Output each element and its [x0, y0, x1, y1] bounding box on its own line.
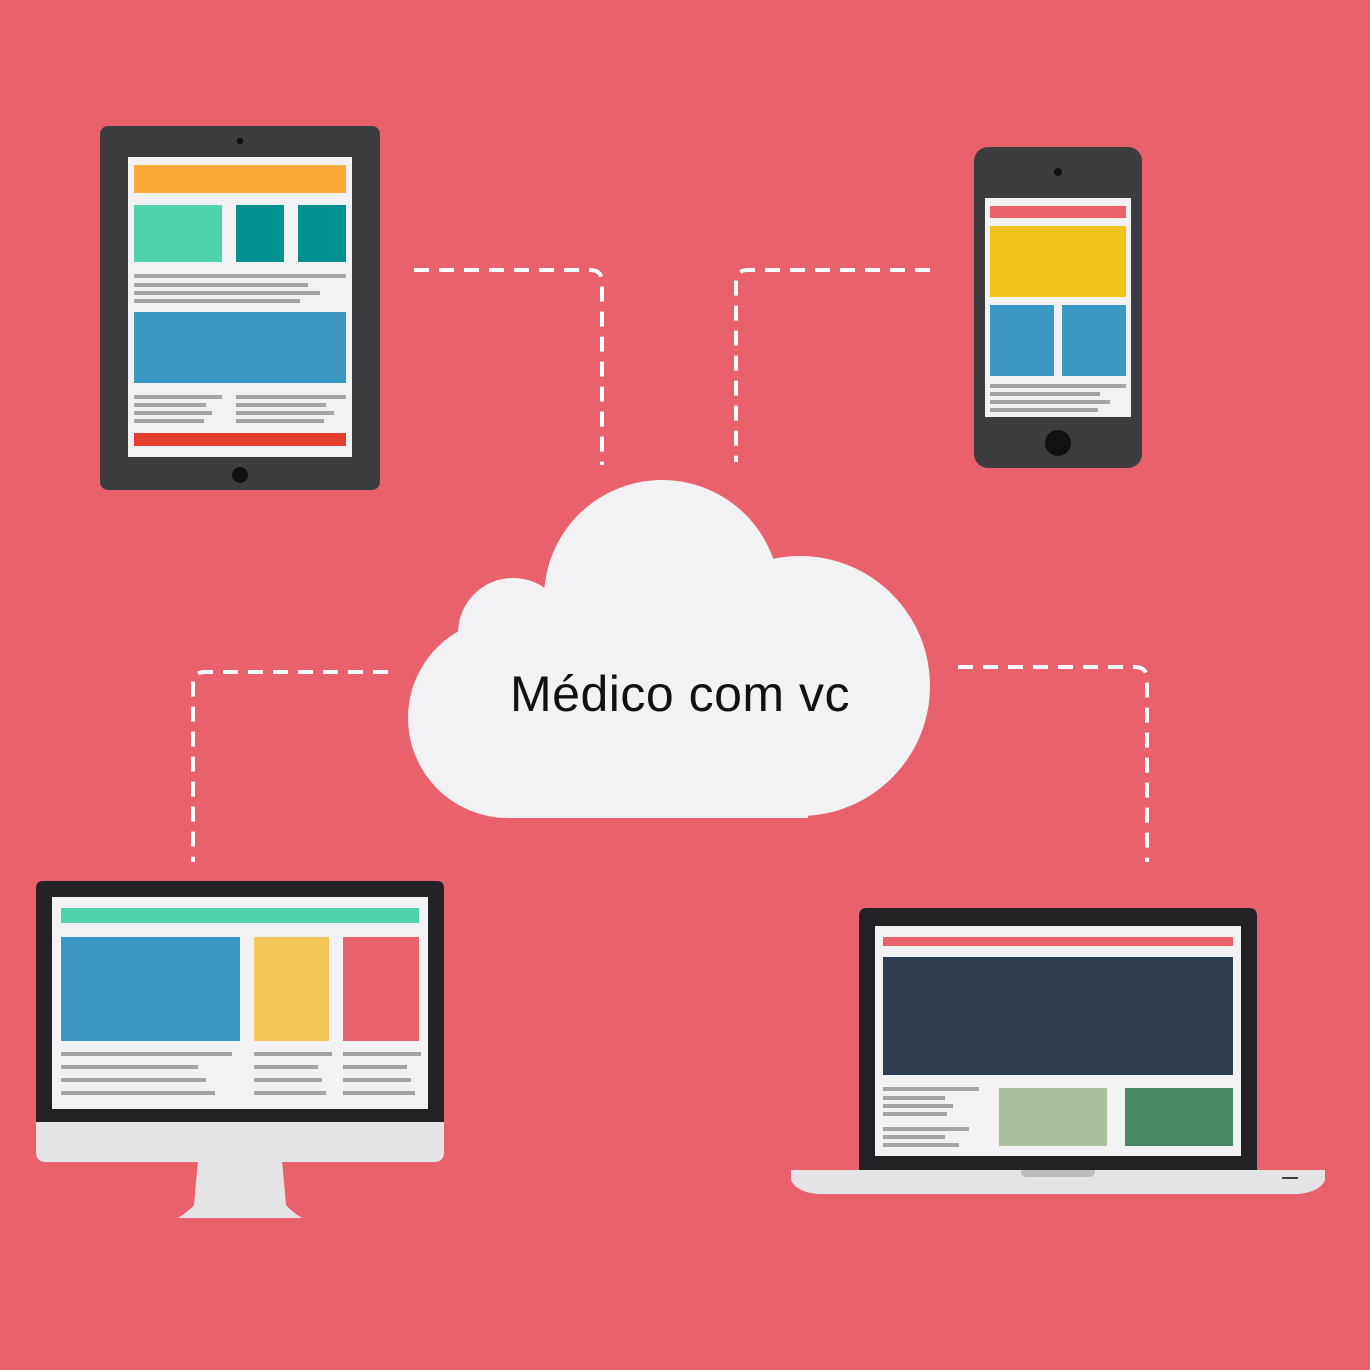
connector-tablet [414, 268, 604, 465]
tablet-icon [100, 126, 380, 490]
connector-monitor [191, 670, 388, 862]
laptop-icon [791, 908, 1325, 1194]
smartphone-icon [974, 147, 1142, 468]
cloud-label: Médico com vc [510, 666, 850, 722]
cloud-icon [408, 480, 930, 818]
connectors [191, 268, 1149, 862]
connector-phone [734, 268, 930, 462]
connector-laptop [958, 665, 1149, 862]
desktop-monitor-icon [36, 881, 444, 1218]
